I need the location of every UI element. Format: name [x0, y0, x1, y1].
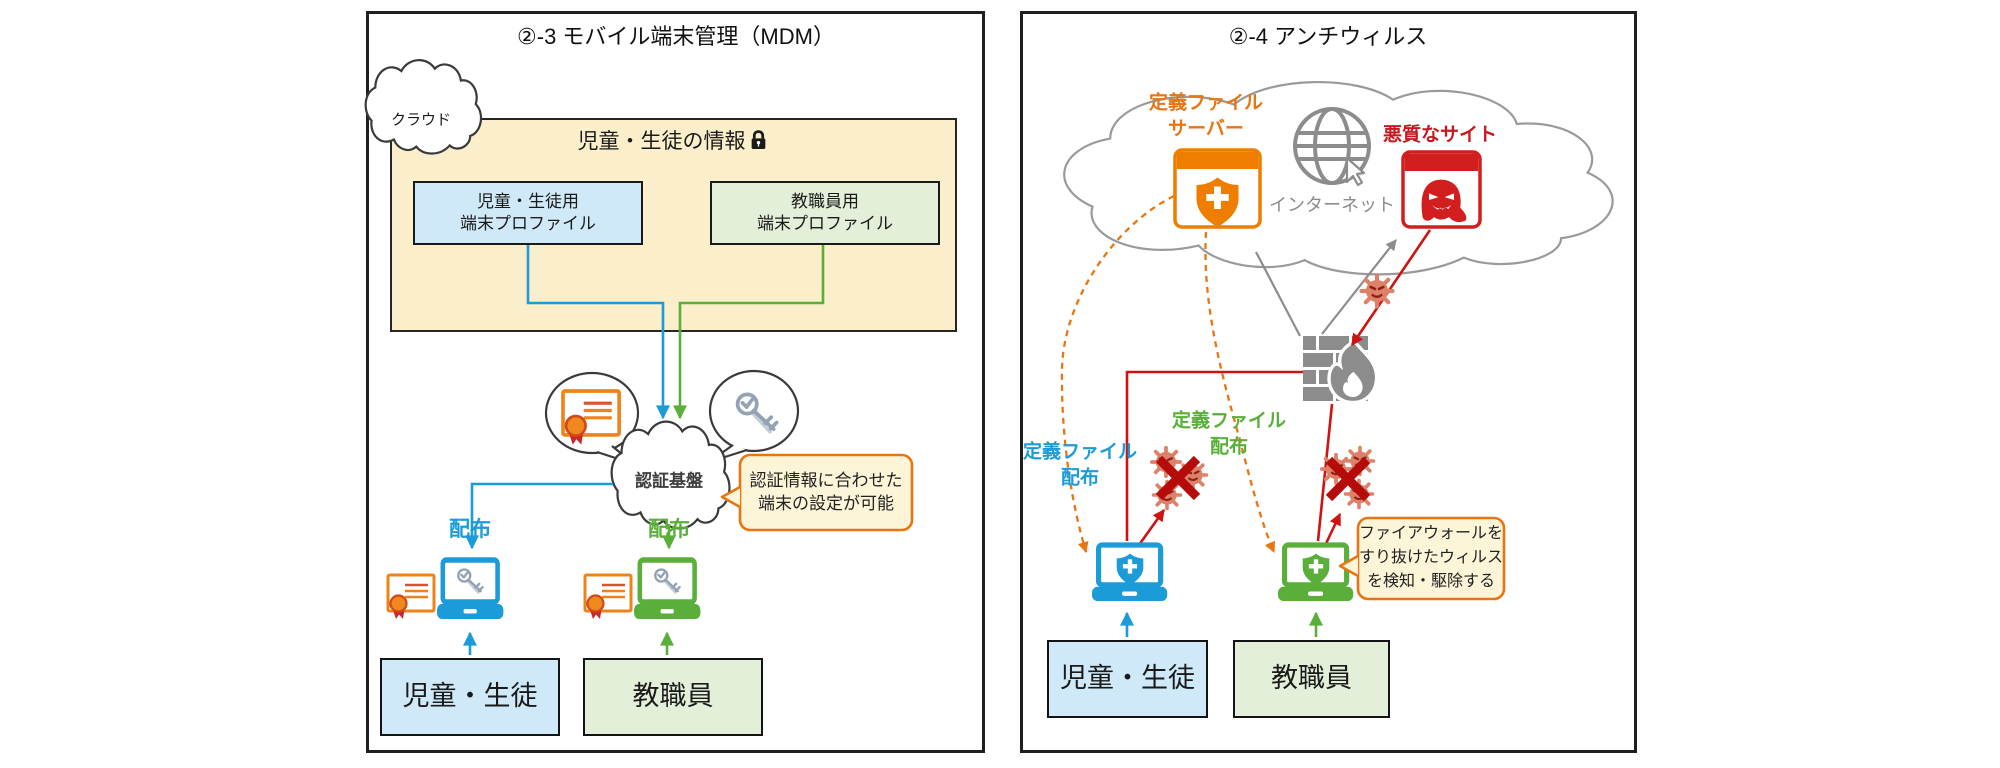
- distribute-student-label: 配布: [449, 518, 491, 541]
- definition-dist-teacher-line2: 配布: [1209, 436, 1249, 457]
- teacher-box-label: 教職員: [1271, 663, 1352, 694]
- mdm-panel-title: ②-3 モバイル端末管理（MDM）: [517, 24, 835, 49]
- distribute-teacher-label: 配布: [648, 518, 690, 541]
- internet-label: インターネット: [1269, 195, 1395, 215]
- student-profile-line2: 端末プロファイル: [460, 214, 596, 233]
- info-area-title-row: 児童・生徒の情報: [578, 125, 767, 155]
- mdm-callout-text: 認証情報に合わせた 端末の設定が可能: [750, 470, 903, 516]
- antivirus-callout-line2: すり抜けたウィルス: [1358, 549, 1504, 566]
- student-box: 児童・生徒: [380, 658, 560, 736]
- definition-dist-teacher-label: 定義ファイル 配布: [1172, 408, 1286, 459]
- definition-server-line2: サーバー: [1168, 118, 1244, 139]
- bad-site-label: 悪質なサイト: [1382, 124, 1498, 146]
- teacher-box-label: 教職員: [632, 681, 714, 712]
- teacher-box: 教職員: [1233, 640, 1390, 718]
- definition-server-label: 定義ファイル サーバー: [1149, 90, 1263, 141]
- mdm-callout-line2: 端末の設定が可能: [758, 494, 894, 513]
- mdm-callout-line1: 認証情報に合わせた: [749, 471, 903, 491]
- student-box-label: 児童・生徒: [1060, 663, 1195, 694]
- definition-dist-student-label: 定義ファイル 配布: [1023, 439, 1137, 490]
- antivirus-panel-title: ②-4 アンチウィルス: [1228, 24, 1428, 49]
- teacher-box: 教職員: [583, 658, 763, 736]
- cloud-label: クラウド: [390, 111, 452, 129]
- teacher-profile-box: 教職員用 端末プロファイル: [710, 181, 940, 245]
- definition-server-line1: 定義ファイル: [1148, 92, 1264, 114]
- antivirus-callout-line3: を検知・駆除する: [1366, 573, 1496, 590]
- definition-dist-student-line2: 配布: [1060, 467, 1100, 488]
- definition-dist-student-line1: 定義ファイル: [1022, 441, 1138, 463]
- student-box: 児童・生徒: [1047, 640, 1208, 718]
- teacher-profile-line2: 端末プロファイル: [757, 214, 893, 233]
- antivirus-callout-text: ファイアウォールを すり抜けたウィルス を検知・駆除する: [1359, 522, 1503, 594]
- student-profile-line1: 児童・生徒用: [477, 191, 579, 211]
- lock-icon: [751, 130, 766, 149]
- antivirus-callout-line1: ファイアウォールを: [1358, 525, 1504, 542]
- info-area-title: 児童・生徒の情報: [577, 130, 746, 153]
- auth-cloud-label: 認証基盤: [635, 471, 703, 491]
- definition-dist-teacher-line1: 定義ファイル: [1171, 410, 1287, 432]
- teacher-profile-line1: 教職員用: [791, 191, 859, 211]
- student-box-label: 児童・生徒: [402, 681, 538, 712]
- student-profile-box: 児童・生徒用 端末プロファイル: [413, 181, 643, 245]
